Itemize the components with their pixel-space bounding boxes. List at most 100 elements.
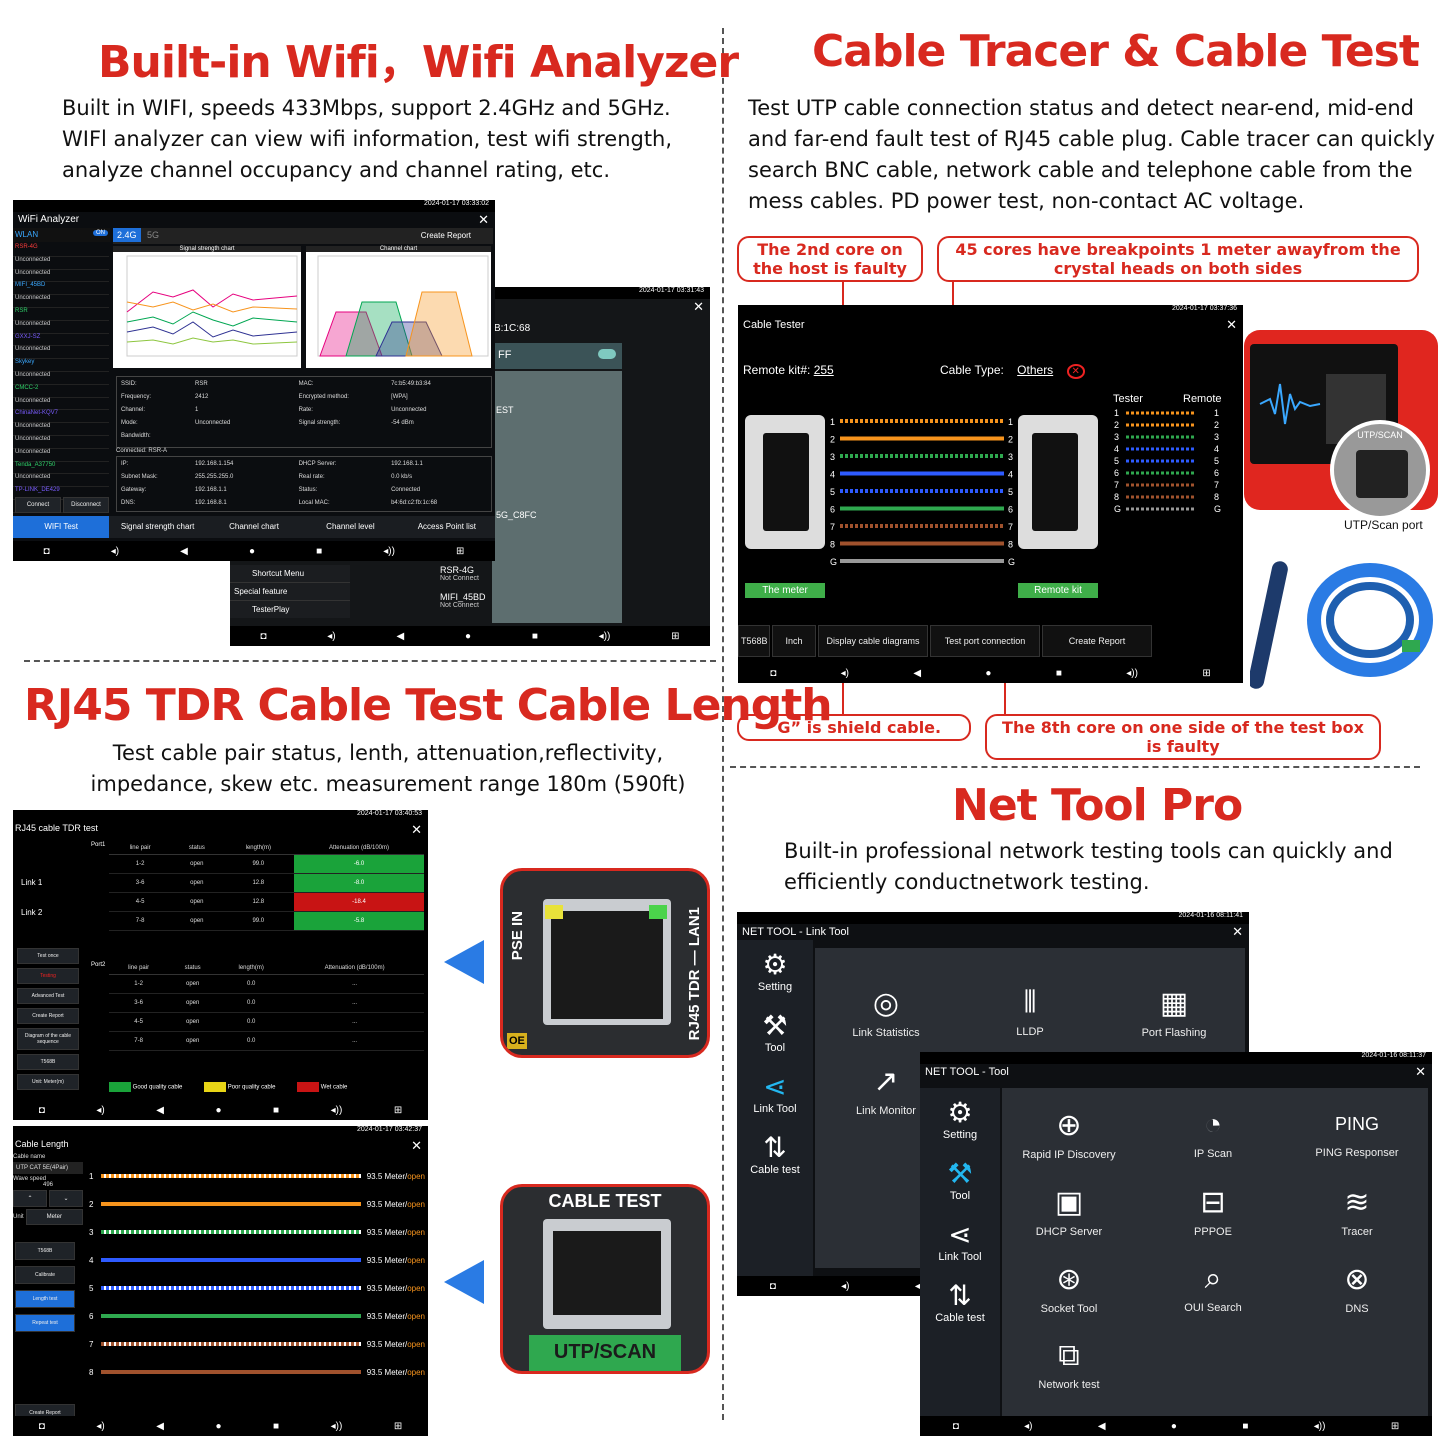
sidebar-item-setting[interactable]: ⚙Setting [737, 940, 813, 1001]
network-list-item[interactable]: Unconnected [13, 449, 109, 462]
tab-channel-chart[interactable]: Channel chart [229, 522, 279, 531]
network-list-item[interactable]: Unconnected [13, 257, 109, 270]
sidebar-item-cable-test[interactable]: ⇅Cable test [737, 1123, 813, 1184]
create-report-button[interactable]: Create Report [420, 231, 471, 240]
tab-wifi-test[interactable]: WIFI Test [13, 516, 110, 538]
pppoe-item[interactable]: ⊟PPPOE [1148, 1185, 1278, 1238]
tab-channel-level[interactable]: Channel level [326, 522, 375, 531]
nav-bar[interactable]: ◘◂)◀●■◂))⊞ [13, 541, 495, 561]
network-list-item[interactable]: Tenda_A37750 [13, 462, 109, 475]
sidebar-item-link-tool[interactable]: ⋖Link Tool [920, 1210, 1000, 1271]
connect-button[interactable]: Connect [15, 497, 61, 513]
sidebar-item-tool[interactable]: ⚒Tool [737, 1001, 813, 1062]
tab-access-point-list[interactable]: Access Point list [417, 522, 476, 531]
nav-bar[interactable]: ◘◂)◀●■◂))⊞ [920, 1416, 1432, 1436]
network-list-item[interactable]: Unconnected [13, 372, 109, 385]
dhcp-server-item[interactable]: ▣DHCP Server [1004, 1185, 1134, 1238]
side-button[interactable]: Repeat test [15, 1314, 75, 1332]
network-list-item[interactable]: Unconnected [13, 398, 109, 411]
network-list-item[interactable]: Unconnected [13, 474, 109, 488]
close-icon[interactable]: ✕ [1232, 924, 1243, 939]
inch-button[interactable]: Inch [772, 625, 816, 657]
side-button[interactable]: Unit: Meter(m) [17, 1074, 79, 1090]
t568b-button[interactable]: T568B [738, 625, 770, 657]
band-tabs[interactable]: 2.4G 5G Create Report [113, 228, 493, 244]
side-button[interactable]: Diagram of the cable sequence [17, 1028, 79, 1050]
ip-scan-item[interactable]: ◔IP Scan [1148, 1108, 1278, 1160]
create-report-button[interactable]: Create Report [1042, 625, 1152, 657]
network-list-item[interactable]: RSR [13, 308, 109, 321]
tab-5g[interactable]: 5G [147, 230, 160, 240]
close-icon[interactable]: ✕ [411, 822, 422, 837]
toggle-switch[interactable] [598, 349, 616, 359]
wifi-toggle-row[interactable]: FF [492, 343, 622, 369]
network-list-item[interactable]: Unconnected [13, 436, 109, 449]
rapid-ip-discovery-item[interactable]: ⊕Rapid IP Discovery [1004, 1108, 1134, 1161]
side-button[interactable]: Length test [15, 1290, 75, 1308]
shortcut-menu[interactable]: Shortcut Menu Special feature TesterPlay [230, 565, 350, 618]
link-statistics-item[interactable]: ◎Link Statistics [821, 986, 951, 1039]
network-list-item[interactable]: Unconnected [13, 321, 109, 334]
close-icon[interactable]: ✕ [1415, 1064, 1426, 1079]
network-list-item[interactable]: TP-LINK_DE429 [13, 487, 109, 500]
link-monitor-item[interactable]: ↗Link Monitor [821, 1064, 951, 1117]
tracer-item[interactable]: ≋Tracer [1292, 1185, 1422, 1238]
network-test-item[interactable]: ⧉Network test [1004, 1339, 1134, 1391]
cable-type-select[interactable]: UTP CAT 5E(4Pair) [13, 1162, 83, 1174]
nav-bar[interactable]: ◘◂)◀●■◂))⊞ [13, 1416, 428, 1436]
oui-search-item[interactable]: ⌕OUI Search [1148, 1262, 1278, 1314]
side-button[interactable]: Advanced Test [17, 988, 79, 1004]
disconnect-button[interactable]: Disconnect [63, 497, 109, 513]
sidebar-item-cable-test[interactable]: ⇅Cable test [920, 1271, 1000, 1332]
wave-up-button[interactable]: ⌃ [13, 1190, 47, 1207]
nav-bar[interactable]: ◘◂)◀●■◂))⊞ [738, 663, 1243, 683]
cable-type-select[interactable]: Others [1017, 363, 1054, 377]
network-list-item[interactable]: Unconnected [13, 270, 109, 283]
side-button[interactable]: Create Report [17, 1008, 79, 1024]
dns-item[interactable]: ⊗DNS [1292, 1262, 1422, 1315]
pin-label: 8 [830, 540, 835, 550]
port-flashing-item[interactable]: ▦Port Flashing [1109, 986, 1239, 1039]
side-button[interactable]: Testing [17, 968, 79, 984]
network-list[interactable]: EST 5G_C8FC [492, 371, 622, 623]
tab-signal-chart[interactable]: Signal strength chart [120, 522, 195, 531]
side-button[interactable]: Calibrate [15, 1266, 75, 1284]
nav-bar[interactable]: ◘◂)◀●■◂))⊞ [230, 626, 710, 646]
network-list-item[interactable]: Unconnected [13, 295, 109, 308]
unit-select[interactable]: Meter [25, 1209, 83, 1225]
nav-bar[interactable]: ◘◂)◀●■◂))⊞ [13, 1100, 428, 1120]
signal-chart-lines [126, 255, 298, 357]
network-list-item[interactable]: RSR-4G [13, 244, 109, 257]
side-button[interactable]: T568B [17, 1054, 79, 1070]
network-list-item[interactable]: Unconnected [13, 346, 109, 360]
bottom-tabs[interactable]: WIFI Test Signal strength chart Channel … [13, 516, 495, 538]
network-list-item[interactable]: MIFI_45BD [13, 282, 109, 296]
wave-down-button[interactable]: ⌄ [49, 1190, 83, 1207]
test-port-button[interactable]: Test port connection [930, 625, 1040, 657]
side-button[interactable]: T568B [15, 1242, 75, 1260]
network-list-item[interactable]: Unconnected [13, 423, 109, 436]
lldp-item[interactable]: ⫴LLDP [965, 986, 1095, 1038]
tab-2g[interactable]: 2.4G [113, 228, 141, 242]
sidebar-item-tool[interactable]: ⚒Tool [920, 1149, 1000, 1210]
sidebar-item-setting[interactable]: ⚙Setting [920, 1088, 1000, 1149]
network-list-item[interactable]: GXXJ-SZ [13, 334, 109, 347]
display-diagrams-button[interactable]: Display cable diagrams [818, 625, 928, 657]
close-icon[interactable]: ✕ [478, 212, 489, 227]
network-icon: ⧉ [1058, 1339, 1080, 1372]
network-list-item[interactable]: Skykey [13, 359, 109, 372]
socket-tool-item[interactable]: ⊛Socket Tool [1004, 1262, 1134, 1315]
network-list-item[interactable]: CMCC-2 [13, 385, 109, 398]
side-button[interactable]: Test once [17, 948, 79, 964]
close-icon[interactable]: ✕ [1226, 317, 1237, 332]
close-icon[interactable]: ✕ [693, 299, 704, 314]
network-list-item[interactable]: ChinaNet-KQV7 [13, 410, 109, 424]
sidebar-item-link-tool[interactable]: ⋖Link Tool [737, 1062, 813, 1123]
close-icon[interactable]: ✕ [411, 1138, 422, 1153]
